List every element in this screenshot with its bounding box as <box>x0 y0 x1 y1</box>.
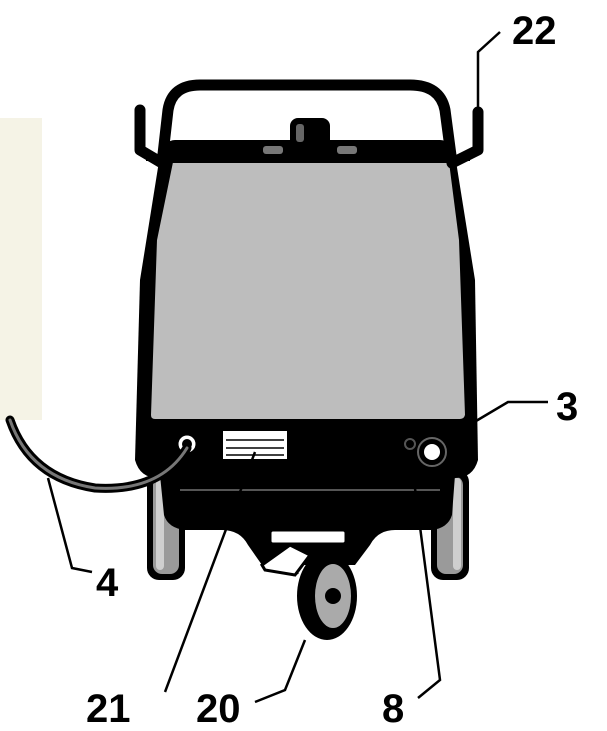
leader-line-outlet <box>443 400 548 442</box>
leader-line-type-plate <box>163 451 257 693</box>
callout-castor-wheel: 20 <box>196 687 241 731</box>
callout-handle: 22 <box>512 9 557 53</box>
left-background-panel <box>0 118 42 420</box>
handle <box>134 79 484 169</box>
leader-line-small-port <box>408 449 442 699</box>
leader-line-castor-wheel <box>254 639 307 704</box>
callout-outlet: 3 <box>556 385 578 429</box>
chassis-base <box>160 475 455 565</box>
small-port <box>404 438 416 450</box>
leader-line-hose <box>46 477 93 574</box>
top-cap <box>258 118 360 160</box>
callout-type-plate: 21 <box>86 687 131 731</box>
leader-line-handle <box>476 31 501 112</box>
callout-small-port: 8 <box>382 687 404 731</box>
hose-highlight <box>8 418 189 490</box>
castor-wheel <box>260 528 357 640</box>
callout-hose: 4 <box>96 561 119 605</box>
front-panel <box>148 161 468 421</box>
outlet <box>417 437 447 467</box>
